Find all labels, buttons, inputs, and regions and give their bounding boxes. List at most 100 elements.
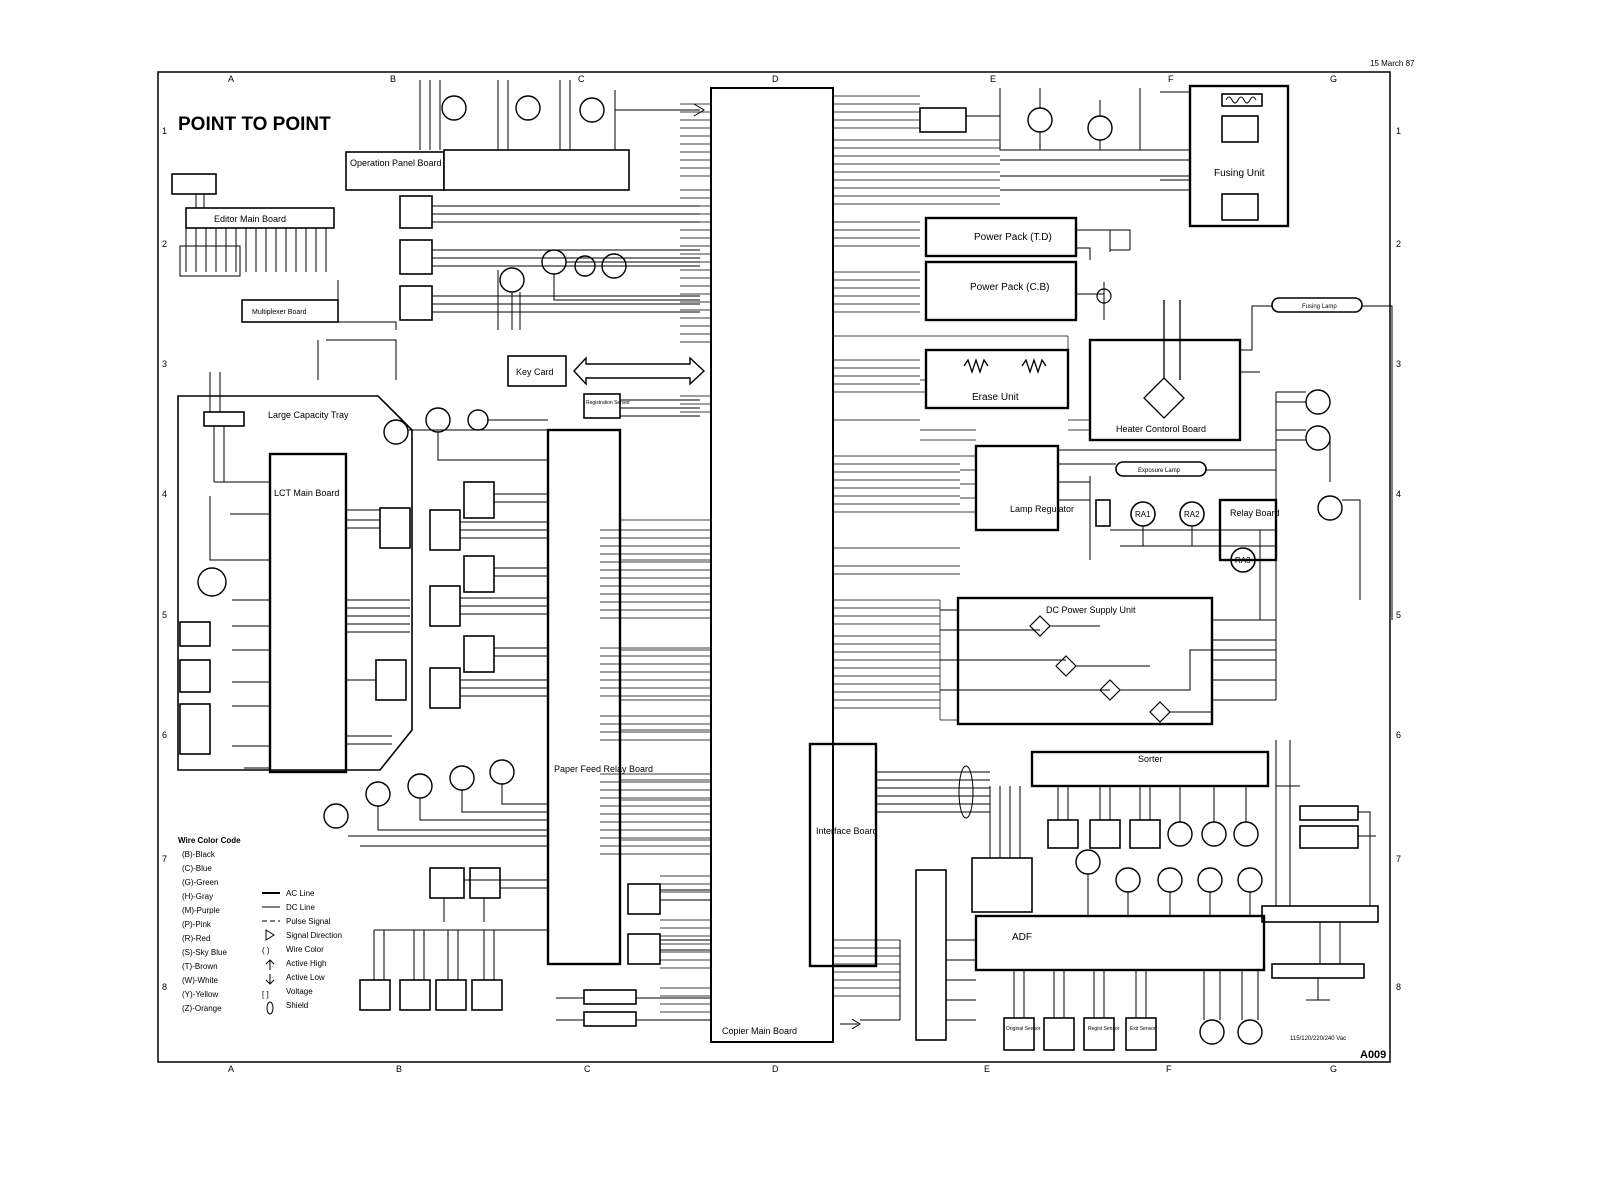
exit-sensor xyxy=(1125,1017,1157,1051)
paper-sensor-sorter xyxy=(1129,819,1161,849)
grid-columns-bottom: A B C D E F G xyxy=(228,1064,1337,1074)
2nd-paper-size-sensor xyxy=(429,585,461,627)
relay-board-label: Relay Board xyxy=(1230,508,1280,518)
sorter-components xyxy=(1047,786,1259,849)
lct-paper-sensor xyxy=(379,507,411,549)
color-2-sensor xyxy=(435,979,467,1011)
anti-condensation-heater-box xyxy=(1299,825,1359,849)
lift-motor-icon xyxy=(467,409,489,431)
paper-feed-relay-board-label: Paper Feed Relay Board xyxy=(554,764,653,774)
grid-row-6-left: 6 xyxy=(162,730,167,740)
c-column-motors xyxy=(497,249,700,330)
dc-power-supply-unit-label: DC Power Supply Unit xyxy=(1046,605,1136,615)
manual-feed-sensor xyxy=(471,979,503,1011)
grid-col-f-top: F xyxy=(1168,74,1174,84)
dc-bridges xyxy=(1029,615,1171,723)
paper-feed-relay-board xyxy=(546,428,622,966)
power-pack-td xyxy=(924,216,1078,258)
toner-sensor xyxy=(627,883,661,915)
top-motor-wires xyxy=(419,80,616,150)
grid-row-6-right: 6 xyxy=(1396,730,1401,740)
adf-interconnect xyxy=(860,786,1021,1021)
lct-left-wires xyxy=(209,372,270,769)
exit-sensor-label: Exit Sensor xyxy=(1130,1026,1156,1032)
editor-main-board-wires xyxy=(185,194,327,272)
legend-dc-line: DC Line xyxy=(286,903,315,912)
grid-col-a-top: A xyxy=(228,74,234,84)
lamp-regulator-wires xyxy=(1058,449,1276,560)
charge-cleaner-motor-icon xyxy=(1027,107,1053,133)
door-sensor xyxy=(179,621,211,647)
fusing-lamp-wires xyxy=(1240,305,1393,620)
bottom-connector-wires xyxy=(556,997,711,1021)
lens-hp-sensor xyxy=(399,239,433,275)
id-sensor xyxy=(627,933,661,965)
grid-row-8-left: 8 xyxy=(162,982,167,992)
reverse-sol-icon xyxy=(1075,849,1101,875)
exit-sensor-fusing xyxy=(1221,115,1259,143)
lamp-fuse xyxy=(1095,499,1111,527)
1st-scanner-hp-sensor xyxy=(399,285,433,321)
fusing-thermistor-coil xyxy=(1225,96,1257,104)
adf-label: ADF xyxy=(1012,932,1032,943)
ra2-label: RA2 xyxy=(1184,510,1200,519)
3rd-feed-clutch-icon xyxy=(407,773,433,799)
counter-tray-sensor xyxy=(429,867,465,899)
pulse-generator-box xyxy=(919,107,967,133)
lct-clutch-icon xyxy=(365,781,391,807)
2nd-feed-clutch-icon xyxy=(449,765,475,791)
power-pack-cb-label: Power Pack (C.B) xyxy=(970,282,1049,293)
legend-color-purple: (M)-Purple xyxy=(182,906,220,915)
regist-sensor xyxy=(1083,1017,1115,1051)
grid-col-f-bottom: F xyxy=(1166,1064,1172,1074)
bottom-connector-2 xyxy=(583,1011,637,1027)
hp-sensor-sorter xyxy=(1047,819,1079,849)
adf-top-wires xyxy=(1087,874,1251,916)
operation-panel-board-label: Operation Panel Board xyxy=(350,158,442,168)
adf xyxy=(974,914,1266,972)
legend-wire-color: Wire Color xyxy=(286,945,324,954)
key-card xyxy=(507,355,567,387)
erase-unit xyxy=(924,348,1070,410)
wire-color-legend: Wire Color Code (B)-Black (C)-Blue (G)-G… xyxy=(178,836,342,1015)
grid-col-a-bottom: A xyxy=(228,1064,234,1074)
grid-col-c-top: C xyxy=(578,74,585,84)
drum-heater-box xyxy=(1299,805,1359,821)
registration-sensor xyxy=(583,393,621,419)
bottom-connector-1 xyxy=(583,989,637,1005)
legend-direction-sample xyxy=(265,929,275,941)
dc-bridge-2 xyxy=(1055,655,1077,677)
grid-row-2-left: 2 xyxy=(162,239,167,249)
top-motors xyxy=(419,80,705,150)
grid-col-b-bottom: B xyxy=(396,1064,402,1074)
b-column-sensors xyxy=(399,195,700,321)
interface-board-label: Interface Board xyxy=(816,826,878,836)
2nd-scanner-drive-motor-icon xyxy=(499,267,525,293)
grid-col-e-top: E xyxy=(990,74,996,84)
adf-arrow xyxy=(840,1018,861,1030)
tray-operation-board xyxy=(179,659,211,693)
sorter-harness xyxy=(971,857,1033,913)
tray-paper-end-sensor xyxy=(179,703,211,755)
dc-bridge-4 xyxy=(1149,701,1171,723)
roller-drive-motor-icon xyxy=(1201,821,1227,847)
key-card-label: Key Card xyxy=(516,367,554,377)
grid-col-d-bottom: D xyxy=(772,1064,779,1074)
grid-row-2-right: 2 xyxy=(1396,239,1401,249)
sorter-wires xyxy=(1057,786,1247,822)
color-sensor-wires xyxy=(373,929,548,980)
interface-board xyxy=(808,742,878,968)
toner-supply-motor-icon xyxy=(383,419,409,445)
jogger-drive-motor-icon xyxy=(1167,821,1193,847)
power-pack-cb xyxy=(924,260,1078,322)
tray-drive-motor-icon xyxy=(197,567,227,597)
tray-sensor-wires xyxy=(443,879,548,922)
legend-color-pink: (P)-Pink xyxy=(182,920,212,929)
legend-color-orange: (Z)-Orange xyxy=(182,1004,222,1013)
grid-row-8-right: 8 xyxy=(1396,982,1401,992)
main-board-right-pins xyxy=(833,95,1000,997)
copier-main-board-label: Copier Main Board xyxy=(722,1026,797,1036)
drawing-number: A009 xyxy=(1360,1049,1386,1061)
legend-shield: Shield xyxy=(286,1001,308,1010)
multiplexer-board-label: Multiplexer Board xyxy=(252,309,307,316)
